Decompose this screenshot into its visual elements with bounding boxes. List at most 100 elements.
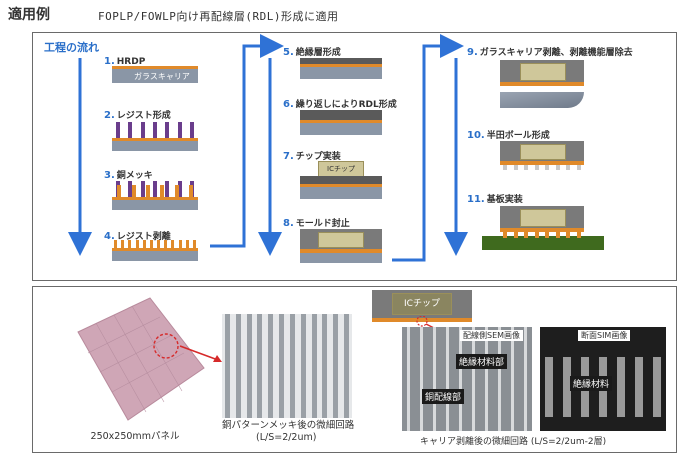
step-number: 6.: [283, 99, 294, 110]
solder-ball: [576, 165, 581, 170]
ic-chip-label: ICチップ: [404, 299, 440, 309]
ic-chip: ICチップ: [318, 161, 364, 177]
cross-section-via: [617, 357, 625, 417]
copper-line-ridge: [300, 314, 306, 418]
copper-line-ridge: [257, 314, 263, 418]
copper-line-ridge: [224, 314, 230, 418]
step-text: 絶縁層形成: [295, 48, 341, 58]
solder-joint: [534, 232, 539, 238]
copper-line-ridge: [289, 314, 295, 418]
cross-section-via: [545, 357, 553, 417]
copper-layer: [300, 249, 382, 253]
step-number: 10.: [467, 130, 485, 141]
solder-joint: [503, 232, 508, 238]
resist-bar: [140, 181, 145, 197]
copper-layer: [500, 228, 584, 232]
step-5-label: 5.絶縁層形成: [283, 45, 341, 58]
sem-title: 配線側SEM画像: [460, 330, 524, 341]
copper-line: [135, 240, 139, 248]
copper-layer: [112, 248, 198, 251]
glass-carrier: [300, 187, 382, 199]
copper-fill: [160, 185, 165, 197]
copper-layer: [372, 318, 472, 322]
step-number: 9.: [467, 47, 478, 58]
step-number: 3.: [104, 170, 115, 181]
solder-ball: [545, 165, 550, 170]
resist-bar: [128, 122, 133, 138]
panel-photo: [58, 292, 208, 424]
copper-layer: [500, 82, 584, 86]
copper-fill: [145, 185, 150, 197]
solder-joint: [555, 232, 560, 238]
rdl-layers: [300, 110, 382, 120]
step-11-label: 11.基板実装: [467, 192, 523, 205]
resist-bar: [177, 122, 182, 138]
step-number: 5.: [283, 47, 294, 58]
wiring-line: [433, 327, 436, 431]
glass-carrier: [300, 67, 382, 79]
glass-carrier: [300, 123, 382, 135]
ic-chip: [520, 144, 566, 160]
copper-line-ridge: [279, 314, 285, 418]
flow-arrows: [68, 34, 468, 262]
solder-ball: [513, 165, 518, 170]
insulating-layer: [300, 58, 382, 64]
carrier-caption: キャリア剥離後の微細回路 (L/S=2/2um-2層): [420, 437, 607, 447]
glass-carrier-label: ガラスキャリア: [134, 72, 190, 81]
copper-fill: [117, 185, 122, 197]
copper-line-ridge: [246, 314, 252, 418]
ic-chip: [520, 209, 566, 227]
copper-line-ridge: [268, 314, 274, 418]
glass-carrier: [300, 253, 382, 263]
copper-wiring-label: 銅配線部: [422, 389, 465, 404]
ic-chip: ICチップ: [392, 293, 452, 315]
step-10-label: 10.半田ボール形成: [467, 128, 550, 141]
peeled-glass-carrier: [500, 92, 584, 108]
copper-line: [128, 240, 132, 248]
step-number: 1.: [104, 56, 115, 67]
solder-ball: [534, 165, 539, 170]
copper-layer: [112, 197, 198, 200]
glass-carrier: [112, 251, 198, 261]
copper-line: [171, 240, 175, 248]
copper-line: [164, 240, 168, 248]
copper-line-ridge: [322, 314, 328, 418]
cross-section-sim-image: [540, 327, 666, 431]
solder-joint: [576, 232, 581, 238]
copper-layer: [112, 66, 198, 69]
solder-joint: [545, 232, 550, 238]
pcb-substrate: [482, 236, 604, 250]
step-text: 半田ボール形成: [486, 131, 550, 141]
copper-fill: [174, 185, 179, 197]
panel-caption: 250x250mmパネル: [90, 431, 180, 442]
copper-line: [178, 240, 182, 248]
solder-ball: [503, 165, 508, 170]
step-9-label: 9.ガラスキャリア剥離、剥離機能層除去: [467, 45, 633, 58]
cross-section-via: [563, 357, 571, 417]
page-subtitle: FOPLP/FOWLP向け再配線層(RDL)形成に適用: [98, 10, 339, 23]
step-number: 11.: [467, 194, 485, 205]
step-text: レジスト剥離: [116, 232, 171, 242]
step-number: 2.: [104, 110, 115, 121]
step-number: 8.: [283, 218, 294, 229]
resist-bar: [165, 181, 170, 197]
resist-bar: [177, 181, 182, 197]
insulating-label: 絶縁材料部: [456, 354, 508, 369]
zoom-highlight-circle: [153, 333, 179, 359]
solder-balls: [500, 165, 584, 170]
step-text: 基板実装: [486, 195, 523, 205]
step-text: モールド封止: [295, 219, 350, 229]
step-7-label: 7.チップ実装: [283, 149, 341, 162]
copper-layer: [300, 64, 382, 67]
wiring-line: [524, 327, 527, 431]
ic-chip: [318, 232, 364, 248]
step-4-label: 4.レジスト剥離: [104, 229, 171, 242]
step-number: 7.: [283, 151, 294, 162]
step-text: ガラスキャリア剥離、剥離機能層除去: [479, 48, 633, 58]
copper-line: [192, 240, 196, 248]
step-text: チップ実装: [295, 152, 341, 162]
flow-title: 工程の流れ: [44, 41, 99, 54]
solder-joint: [524, 232, 529, 238]
ic-chip: [520, 63, 566, 81]
copper-line-ridge: [333, 314, 339, 418]
